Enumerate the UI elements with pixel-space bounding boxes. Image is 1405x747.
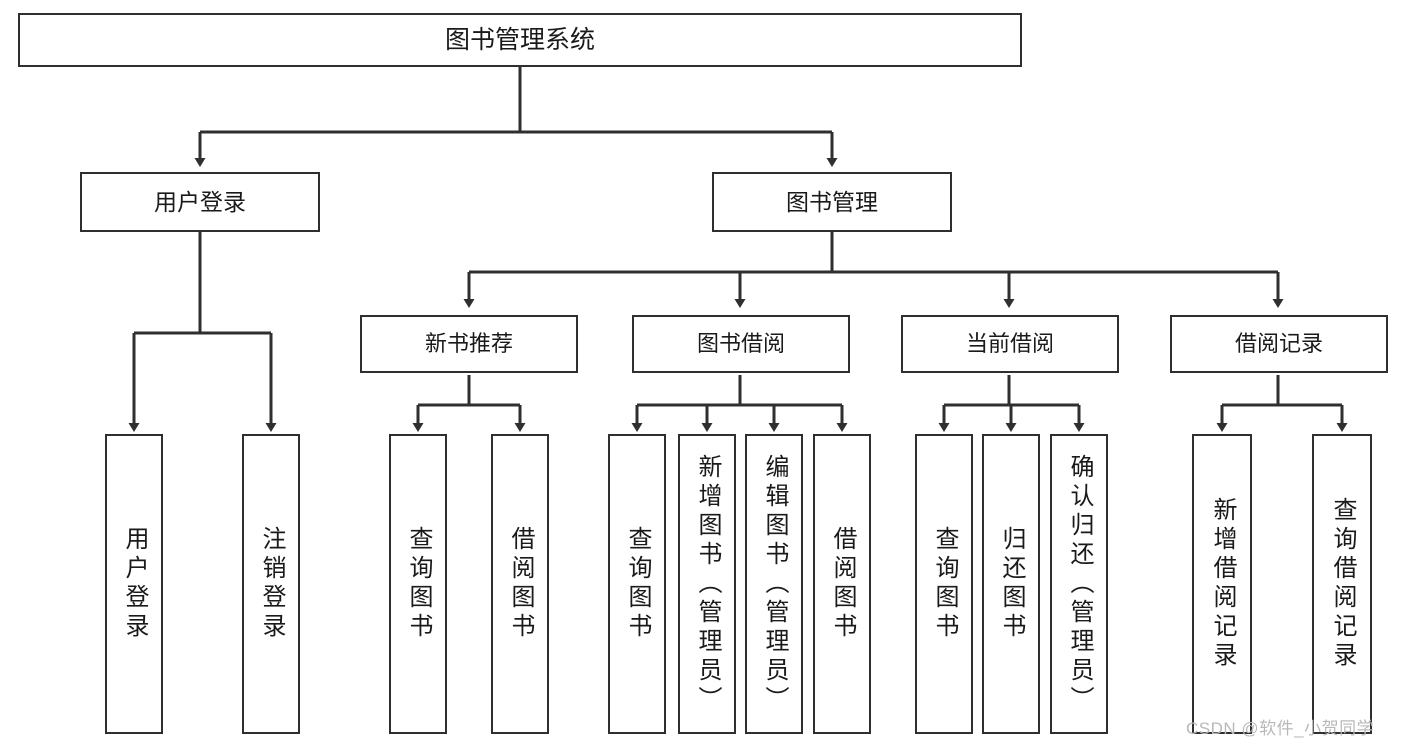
csdn-watermark: CSDN @软件_小贺同学 xyxy=(1186,719,1375,738)
node-leaf-query-book-borrow-label: 查询图书 xyxy=(624,526,651,642)
node-new-book-recommend[interactable]: 新书推荐 xyxy=(360,315,578,373)
node-leaf-return-book-label: 归还图书 xyxy=(998,526,1025,642)
node-leaf-confirm-return-admin-label: 确认归还（管理员） xyxy=(1066,453,1093,715)
node-user-login[interactable]: 用户登录 xyxy=(80,172,320,232)
node-leaf-borrow-book-label: 借阅图书 xyxy=(829,526,856,642)
node-leaf-query-book-borrow[interactable]: 查询图书 xyxy=(608,434,666,734)
node-leaf-query-book-recommend-label: 查询图书 xyxy=(405,526,432,642)
node-leaf-add-book-admin[interactable]: 新增图书（管理员） xyxy=(678,434,736,734)
node-leaf-user-login-label: 用户登录 xyxy=(121,526,148,642)
node-leaf-edit-book-admin[interactable]: 编辑图书（管理员） xyxy=(745,434,803,734)
node-current-borrow[interactable]: 当前借阅 xyxy=(901,315,1119,373)
node-leaf-query-borrow-record-label: 查询借阅记录 xyxy=(1329,497,1356,671)
node-leaf-query-book-recommend[interactable]: 查询图书 xyxy=(389,434,447,734)
node-current-borrow-label: 当前借阅 xyxy=(965,331,1054,357)
node-leaf-confirm-return-admin[interactable]: 确认归还（管理员） xyxy=(1050,434,1108,734)
node-user-login-label: 用户登录 xyxy=(154,188,246,215)
node-book-borrow-label: 图书借阅 xyxy=(696,331,785,357)
node-borrow-record[interactable]: 借阅记录 xyxy=(1170,315,1388,373)
node-leaf-query-book-current-label: 查询图书 xyxy=(931,526,958,642)
node-leaf-edit-book-admin-label: 编辑图书（管理员） xyxy=(761,453,788,715)
node-leaf-logout[interactable]: 注销登录 xyxy=(242,434,300,734)
node-book-management[interactable]: 图书管理 xyxy=(712,172,952,232)
node-leaf-borrow-book-recommend-label: 借阅图书 xyxy=(507,526,534,642)
node-leaf-logout-label: 注销登录 xyxy=(258,526,285,642)
node-leaf-add-borrow-record[interactable]: 新增借阅记录 xyxy=(1192,434,1252,734)
node-borrow-record-label: 借阅记录 xyxy=(1234,331,1323,357)
node-leaf-return-book[interactable]: 归还图书 xyxy=(982,434,1040,734)
node-leaf-user-login[interactable]: 用户登录 xyxy=(105,434,163,734)
node-leaf-query-borrow-record[interactable]: 查询借阅记录 xyxy=(1312,434,1372,734)
node-book-management-label: 图书管理 xyxy=(786,188,878,215)
node-root-label: 图书管理系统 xyxy=(444,25,595,54)
node-leaf-add-book-admin-label: 新增图书（管理员） xyxy=(694,453,721,715)
node-leaf-borrow-book[interactable]: 借阅图书 xyxy=(813,434,871,734)
node-book-borrow[interactable]: 图书借阅 xyxy=(632,315,850,373)
node-new-book-recommend-label: 新书推荐 xyxy=(424,331,513,357)
node-leaf-add-borrow-record-label: 新增借阅记录 xyxy=(1209,497,1236,671)
node-leaf-borrow-book-recommend[interactable]: 借阅图书 xyxy=(491,434,549,734)
node-root[interactable]: 图书管理系统 xyxy=(18,13,1022,67)
node-leaf-query-book-current[interactable]: 查询图书 xyxy=(915,434,973,734)
